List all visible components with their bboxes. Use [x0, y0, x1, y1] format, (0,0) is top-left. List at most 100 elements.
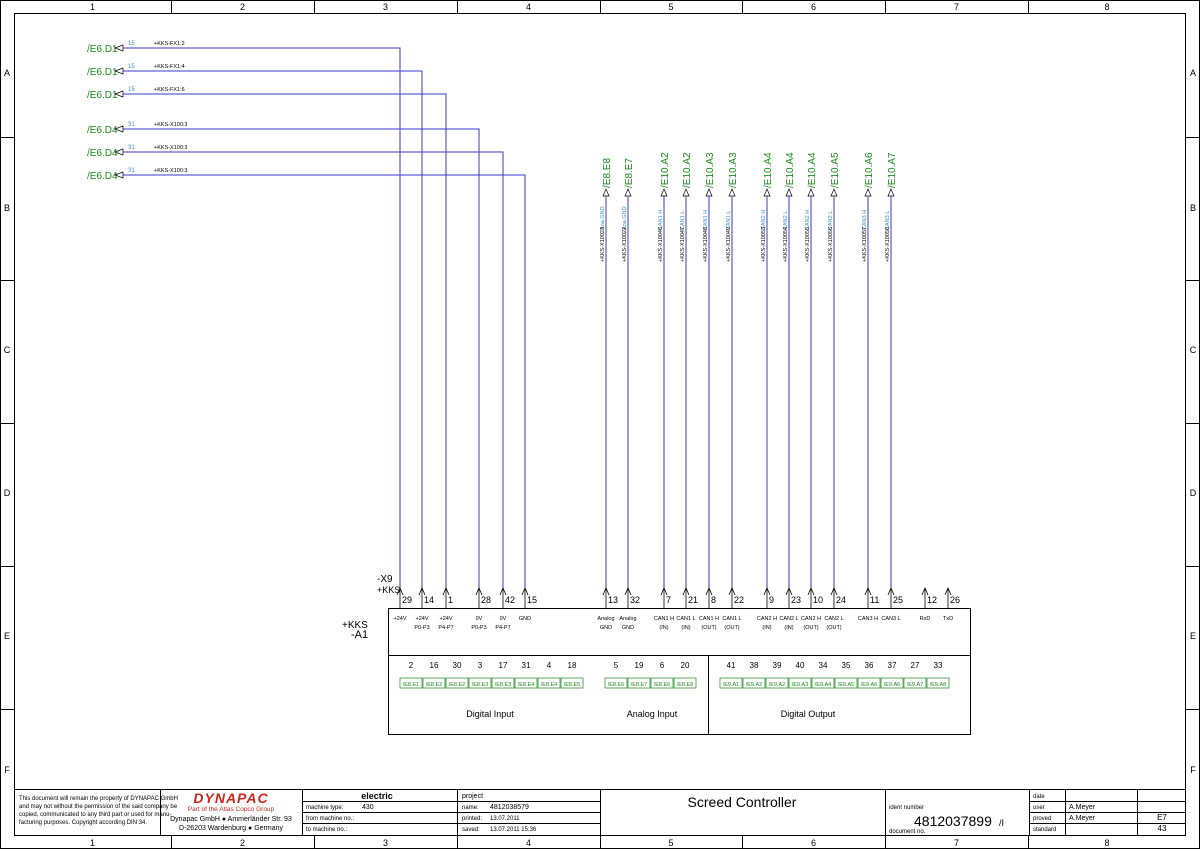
- inner-ref-box: [880, 677, 904, 689]
- pin-arrow: [944, 586, 952, 596]
- left-ref-wire-label: +KKS-X100:3: [154, 168, 187, 174]
- inner-ref-box: [719, 677, 743, 689]
- inner-pin-number: 6: [660, 661, 665, 670]
- left-ref-column: 31: [128, 122, 135, 128]
- top-ref-arrow: [682, 188, 690, 197]
- left-ref-label: /E6.D4: [87, 148, 118, 159]
- pin-number: 12: [927, 595, 937, 605]
- top-ref-label: /E10.A2: [660, 152, 671, 188]
- column-label-bottom: 2: [240, 838, 245, 848]
- row-label-left: F: [4, 765, 10, 775]
- inner-pin-number: 4: [547, 661, 552, 670]
- row-label-right: E: [1190, 631, 1196, 641]
- pin-arrow: [887, 586, 895, 596]
- top-ref-wire-label: +KKS-X10048: [703, 227, 709, 262]
- pin-arrow: [475, 586, 483, 596]
- pin-desc: 0V: [500, 616, 507, 622]
- inner-pin-number: 27: [911, 661, 920, 670]
- top-ref-arrow: [728, 188, 736, 197]
- pin-desc: CAN2 H: [757, 616, 777, 622]
- inner-ref-box: [491, 677, 515, 689]
- document-number: 4812037899: [914, 813, 992, 829]
- connector-kks-top-label: +KKS: [377, 585, 400, 595]
- name-label: name:: [462, 805, 479, 811]
- pin-arrow: [864, 586, 872, 596]
- inner-ref-label: /E8.E3: [495, 682, 512, 688]
- top-ref-label: /E8.E7: [624, 158, 635, 188]
- pin-arrow: [499, 586, 507, 596]
- column-label-bottom: 5: [668, 838, 673, 848]
- top-ref-signal: CAN2 H: [805, 210, 811, 230]
- inner-sections: 2/E8.E116/E8.E230/E8.E23/E8.E317/E8.E331…: [399, 661, 950, 719]
- title-block: This document will remain the property o…: [14, 789, 1186, 836]
- column-label-bottom: 1: [90, 838, 95, 848]
- proved-value: A.Meyer: [1069, 815, 1096, 822]
- left-ref-column: 15: [128, 41, 135, 47]
- inner-pin-number: 18: [568, 661, 577, 670]
- top-ref-signal: CAN2 H: [761, 210, 767, 230]
- pin-number: 29: [402, 595, 412, 605]
- row-label-left: E: [4, 631, 10, 641]
- pin-desc-sub: P0-P3: [414, 625, 429, 631]
- inner-ref-label: /E8.E5: [564, 682, 581, 688]
- inner-ref-box: [399, 677, 423, 689]
- row-label-left: C: [4, 345, 11, 355]
- top-ref-label: /E10.A7: [887, 152, 898, 188]
- top-ref-wire-label: +KKS-X10057: [862, 227, 868, 262]
- top-ref-signal: CAN2 L: [828, 211, 834, 230]
- pin-desc-sub: (IN): [659, 625, 668, 631]
- pin-desc-sub: (OUT): [701, 625, 716, 631]
- pin-arrow: [396, 586, 404, 596]
- inner-ref-box: [903, 677, 927, 689]
- column-label-top: 2: [240, 2, 245, 12]
- top-ref-signal: CAN2 L: [783, 211, 789, 230]
- inner-pin-number: 37: [888, 661, 897, 670]
- pin-desc: CAN1 L: [676, 616, 695, 622]
- top-ref-label: /E10.A5: [830, 152, 841, 188]
- column-label-bottom: 3: [383, 838, 388, 848]
- disclaimer-line-1: This document will remain the property o…: [19, 796, 178, 802]
- electric-header: electric: [361, 791, 393, 801]
- inner-ref-label: /E9.A6: [861, 682, 878, 688]
- column-label-top: 5: [668, 2, 673, 12]
- pin-desc: CAN3 L: [881, 616, 900, 622]
- top-ref-wire-label: +KKS-X10053: [761, 227, 767, 262]
- drawing-title: Screed Controller: [688, 794, 797, 810]
- inner-pin-number: 16: [430, 661, 439, 670]
- inner-pin-number: 31: [522, 661, 531, 670]
- inner-ref-box: [468, 677, 492, 689]
- inner-ref-box: [926, 677, 950, 689]
- inner-ref-label: /E9.A2: [769, 682, 786, 688]
- inner-ref-box: [650, 677, 674, 689]
- inner-ref-label: /E8.E2: [449, 682, 466, 688]
- pin-arrow: [660, 586, 668, 596]
- top-ref-label: /E8.E8: [602, 158, 613, 188]
- inner-pin-number: 36: [865, 661, 874, 670]
- top-ref-wire-label: +KKS-X10055: [805, 227, 811, 262]
- company-address-1: Dynapac GmbH ● Ammerländer Str. 93: [170, 816, 292, 823]
- pin-arrow: [705, 586, 713, 596]
- column-label-top: 1: [90, 2, 95, 12]
- top-ref-signal: CAN3 H: [862, 210, 868, 230]
- top-ref-label: /E10.A3: [728, 152, 739, 188]
- pin-number: 22: [734, 595, 744, 605]
- top-ref-label: /E10.A2: [682, 152, 693, 188]
- pin-number: 28: [481, 595, 491, 605]
- pin-number: 15: [527, 595, 537, 605]
- inner-ref-box: [627, 677, 651, 689]
- pin-desc: CAN2 L: [779, 616, 798, 622]
- user-value: A.Meyer: [1069, 804, 1096, 811]
- page-number: 43: [1158, 824, 1167, 833]
- top-ref-arrow: [705, 188, 713, 197]
- top-ref-label: /E10.A4: [785, 152, 796, 188]
- left-ref-label: /E6.D4: [87, 125, 118, 136]
- inner-ref-box: [604, 677, 628, 689]
- left-wire: [123, 128, 480, 589]
- left-wire: [123, 47, 401, 589]
- inner-ref-label: /E9.A6: [884, 682, 901, 688]
- inner-ref-label: /E8.E6: [608, 682, 625, 688]
- inner-pin-number: 33: [934, 661, 943, 670]
- to-machine-label: to machine no.:: [306, 827, 347, 833]
- top-ref-label: /E10.A4: [763, 152, 774, 188]
